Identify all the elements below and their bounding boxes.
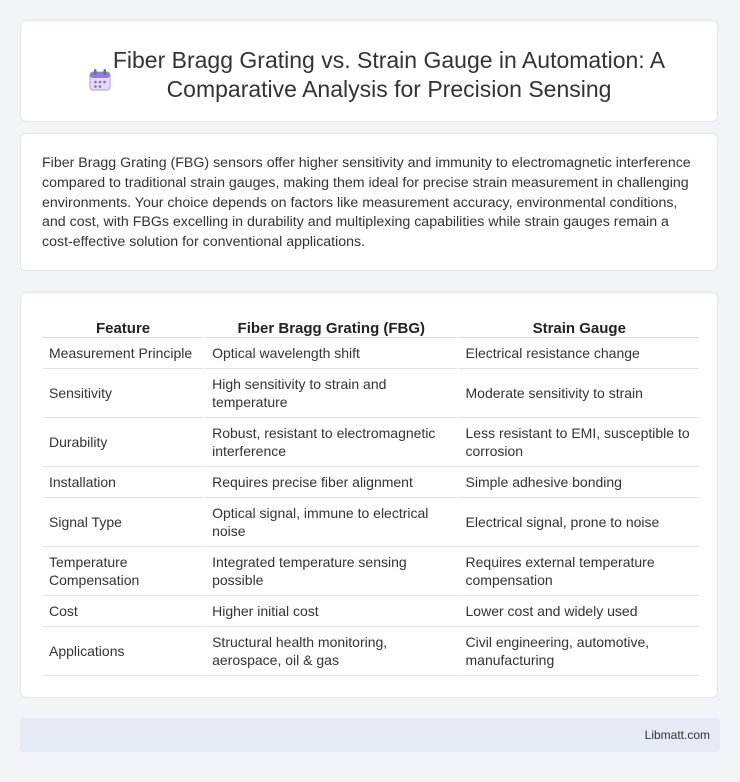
table-cell: Lower cost and widely used bbox=[456, 596, 699, 627]
comparison-table: Feature Fiber Bragg Grating (FBG) Strain… bbox=[43, 315, 699, 676]
table-row: Durability Robust, resistant to electrom… bbox=[43, 418, 699, 467]
table-card: Feature Fiber Bragg Grating (FBG) Strain… bbox=[20, 292, 718, 698]
table-cell: Less resistant to EMI, susceptible to co… bbox=[456, 418, 699, 467]
table-cell: Temperature Compensation bbox=[43, 547, 204, 596]
table-row: Measurement Principle Optical wavelength… bbox=[43, 338, 699, 369]
column-header-fbg: Fiber Bragg Grating (FBG) bbox=[203, 315, 457, 338]
table-cell: High sensitivity to strain and temperatu… bbox=[203, 369, 457, 418]
table-cell: Electrical resistance change bbox=[456, 338, 699, 369]
column-header-feature: Feature bbox=[43, 315, 204, 338]
table-cell: Durability bbox=[43, 418, 204, 467]
calendar-icon bbox=[89, 69, 111, 91]
table-row: Applications Structural health monitorin… bbox=[43, 627, 699, 676]
table-row: Cost Higher initial cost Lower cost and … bbox=[43, 596, 699, 627]
table-cell: Higher initial cost bbox=[203, 596, 457, 627]
table-cell: Cost bbox=[43, 596, 204, 627]
table-cell: Robust, resistant to electromagnetic int… bbox=[203, 418, 457, 467]
title-card: Fiber Bragg Grating vs. Strain Gauge in … bbox=[20, 20, 718, 122]
table-row: Signal Type Optical signal, immune to el… bbox=[43, 498, 699, 547]
table-cell: Requires external temperature compensati… bbox=[456, 547, 699, 596]
table-cell: Sensitivity bbox=[43, 369, 204, 418]
table-cell: Signal Type bbox=[43, 498, 204, 547]
table-header-row: Feature Fiber Bragg Grating (FBG) Strain… bbox=[43, 315, 699, 338]
table-cell: Requires precise fiber alignment bbox=[203, 467, 457, 498]
table-cell: Installation bbox=[43, 467, 204, 498]
table-row: Installation Requires precise fiber alig… bbox=[43, 467, 699, 498]
table-cell: Applications bbox=[43, 627, 204, 676]
table-cell: Civil engineering, automotive, manufactu… bbox=[456, 627, 699, 676]
summary-card: Fiber Bragg Grating (FBG) sensors offer … bbox=[20, 133, 718, 271]
footer-brand: Libmatt.com bbox=[644, 728, 710, 742]
table-cell: Structural health monitoring, aerospace,… bbox=[203, 627, 457, 676]
table-cell: Measurement Principle bbox=[43, 338, 204, 369]
table-cell: Optical wavelength shift bbox=[203, 338, 457, 369]
column-header-strain-gauge: Strain Gauge bbox=[456, 315, 699, 338]
summary-text: Fiber Bragg Grating (FBG) sensors offer … bbox=[42, 155, 691, 251]
table-cell: Moderate sensitivity to strain bbox=[456, 369, 699, 418]
page-title: Fiber Bragg Grating vs. Strain Gauge in … bbox=[112, 47, 666, 102]
table-cell: Integrated temperature sensing possible bbox=[203, 547, 457, 596]
table-cell: Optical signal, immune to electrical noi… bbox=[203, 498, 457, 547]
table-cell: Simple adhesive bonding bbox=[456, 467, 699, 498]
table-row: Temperature Compensation Integrated temp… bbox=[43, 547, 699, 596]
table-row: Sensitivity High sensitivity to strain a… bbox=[43, 369, 699, 418]
footer: Libmatt.com bbox=[20, 718, 720, 752]
table-cell: Electrical signal, prone to noise bbox=[456, 498, 699, 547]
